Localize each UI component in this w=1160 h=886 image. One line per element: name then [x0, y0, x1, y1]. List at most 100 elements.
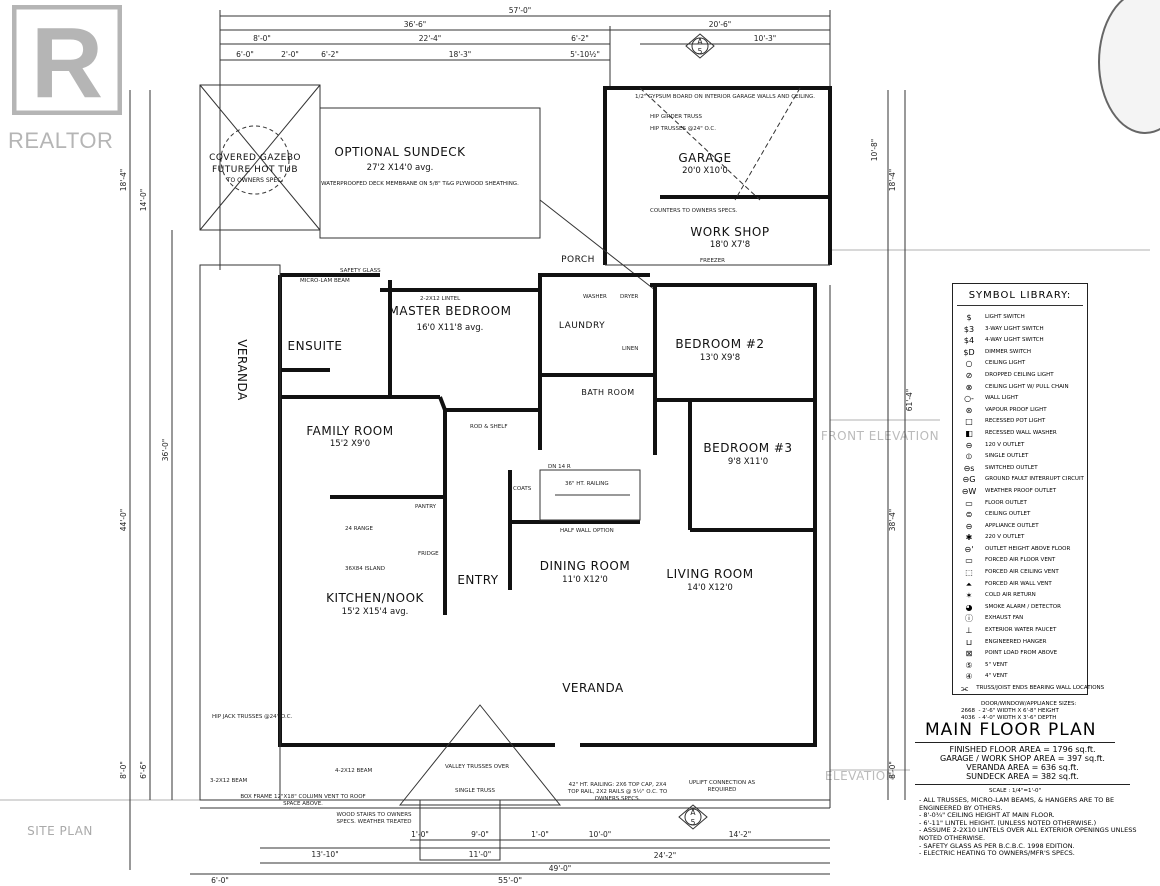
dim-bottom-49-0: 49'-0" [549, 864, 572, 873]
symbol-glyph-icon: ✶ [965, 591, 973, 601]
room-sundeck: OPTIONAL SUNDECK [334, 145, 466, 159]
sundeck-area: SUNDECK AREA = 382 sq.ft. [966, 772, 1079, 781]
svg-text:13'-10": 13'-10" [311, 850, 338, 859]
svg-text:5: 5 [698, 47, 703, 56]
symbol-label: EXHAUST FAN [985, 615, 1024, 622]
svg-text:PANTRY: PANTRY [415, 504, 437, 510]
area-summary: FINISHED FLOOR AREA = 1796 sq.ft. GARAGE… [915, 743, 1130, 785]
symbol-glyph-icon: ⊛ [965, 405, 973, 415]
svg-text:R: R [31, 7, 103, 115]
svg-text:2-2X12 LINTEL: 2-2X12 LINTEL [420, 296, 461, 302]
background-sheet-lines: SITE PLAN FRONT ELEVATION ELEVATION [0, 249, 1150, 838]
svg-text:11'0 X12'0: 11'0 X12'0 [562, 575, 608, 585]
svg-text:3-2X12 BEAM: 3-2X12 BEAM [210, 778, 248, 784]
svg-text:15'2 X9'0: 15'2 X9'0 [330, 439, 370, 449]
symbol-item: □RECESSED POT LIGHT [961, 416, 1087, 428]
dim-10-3: 10'-3" [754, 34, 777, 43]
svg-text:11'-0": 11'-0" [469, 850, 492, 859]
room-porch: PORCH [561, 255, 595, 265]
symbol-glyph-icon: ⊖' [964, 544, 974, 554]
symbol-item: ◧RECESSED WALL WASHER [961, 428, 1087, 440]
svg-text:HIP GIRDER TRUSS: HIP GIRDER TRUSS [650, 114, 703, 120]
room-labels: COVERED GAZEBO FUTURE HOT TUB TO OWNERS … [209, 145, 792, 695]
symbol-item: $LIGHT SWITCH [961, 312, 1087, 324]
dim-right-61-4: 61'-4" [905, 389, 914, 412]
svg-text:A: A [690, 808, 696, 817]
svg-text:FREEZER: FREEZER [700, 258, 725, 264]
symbol-glyph-icon: ⑤ [965, 660, 973, 670]
svg-text:COATS: COATS [513, 486, 532, 492]
svg-text:FRIDGE: FRIDGE [418, 551, 439, 557]
symbol-glyph-icon: ▭ [965, 556, 973, 566]
symbol-item: ○CEILING LIGHT [961, 358, 1087, 370]
symbol-label: VAPOUR PROOF LIGHT [985, 406, 1047, 413]
bottom-dimensions: 55'-0" 49'-0" 6'-0" 13'-10" 11'-0" 24'-2… [190, 830, 830, 885]
svg-text:HIP TRUSSES @24" O.C.: HIP TRUSSES @24" O.C. [650, 126, 716, 132]
symbol-label: SINGLE OUTLET [985, 453, 1029, 460]
title-block: MAIN FLOOR PLAN FINISHED FLOOR AREA = 17… [915, 720, 1155, 858]
dim-left-36-0: 36'-0" [161, 439, 170, 462]
symbol-item: ▭FLOOR OUTLET [961, 498, 1087, 510]
symbol-glyph-icon: ○ [965, 359, 973, 369]
room-garage: GARAGE [678, 151, 731, 165]
svg-text:A: A [697, 37, 703, 46]
veranda-structure [199, 264, 831, 861]
symbol-item: ▭FORCED AIR FLOOR VENT [961, 555, 1087, 567]
symbol-label: SMOKE ALARM / DETECTOR [985, 603, 1061, 610]
uplift-connection-note: UPLIFT CONNECTION AS REQUIRED [688, 780, 756, 793]
room-kitchen-nook: KITCHEN/NOOK [326, 591, 424, 605]
symbol-label: APPLIANCE OUTLET [985, 522, 1039, 529]
svg-text:WASHER: WASHER [583, 294, 607, 300]
dim-20-6: 20'-6" [709, 20, 732, 29]
site-plan-label: SITE PLAN [27, 824, 93, 838]
symbol-item: ○-WALL LIGHT [961, 393, 1087, 405]
svg-text:MICRO-LAM BEAM: MICRO-LAM BEAM [300, 278, 350, 284]
size-code: 2668 [961, 707, 975, 714]
svg-text:HALF WALL OPTION: HALF WALL OPTION [560, 528, 614, 534]
svg-text:15'2 X15'4 avg.: 15'2 X15'4 avg. [342, 607, 409, 617]
symbol-glyph-icon: ⊘ [965, 370, 973, 380]
symbol-label: 4-WAY LIGHT SWITCH [985, 337, 1044, 344]
symbol-glyph-icon: ④ [965, 672, 973, 682]
symbol-glyph-icon: ○- [964, 394, 974, 404]
symbol-label: COLD AIR RETURN [985, 592, 1036, 599]
svg-text:27'2 X14'0 avg.: 27'2 X14'0 avg. [367, 163, 434, 173]
symbol-item: ✶ COLD AIR RETURN [961, 590, 1087, 602]
note: - SAFETY GLASS AS PER B.C.B.C. 1998 EDIT… [919, 841, 1075, 850]
dim-22-4: 22'-4" [419, 34, 442, 43]
symbol-glyph-icon: ⬚ [965, 568, 973, 578]
svg-text:SINGLE TRUSS: SINGLE TRUSS [455, 788, 495, 794]
symbol-label: DIMMER SWITCH [985, 348, 1031, 355]
stairs [539, 469, 641, 521]
symbol-glyph-icon: ◧ [965, 428, 973, 438]
dim-36-6: 36'-6" [404, 20, 427, 29]
symbol-library-footer: DOOR/WINDOW/APPLIANCE SIZES: 2668 - 2'-6… [953, 695, 1087, 722]
dim-6-2-top: 6'-2" [571, 34, 589, 43]
room-dining: DINING ROOM [540, 559, 630, 573]
top-dimensions: 57'-0" 36'-6" 20'-6" 8'-0" 22'-4" 6'-2" … [219, 6, 831, 270]
symbol-label: 220 V OUTLET [985, 534, 1025, 541]
svg-text:20'0 X10'0: 20'0 X10'0 [682, 166, 728, 176]
svg-text:COUNTERS TO OWNERS SPECS.: COUNTERS TO OWNERS SPECS. [650, 208, 738, 214]
symbol-library-title: SYMBOL LIBRARY: [957, 284, 1083, 306]
symbol-label: ENGINEERED HANGER [985, 638, 1047, 645]
symbol-label: FORCED AIR WALL VENT [985, 580, 1052, 587]
symbol-glyph-icon: $4 [963, 336, 975, 346]
note: - 6'-11" LINTEL HEIGHT. (UNLESS NOTED OT… [919, 818, 1097, 827]
symbol-label: RECESSED POT LIGHT [985, 418, 1046, 425]
room-master-bedroom: MASTER BEDROOM [389, 304, 512, 318]
symbol-glyph-icon: ⏶ [965, 579, 973, 589]
svg-text:10'-0": 10'-0" [589, 830, 612, 839]
symbol-label: 3-WAY LIGHT SWITCH [985, 325, 1044, 332]
dim-left-44-0: 44'-0" [119, 509, 128, 532]
svg-text:13'0 X9'8: 13'0 X9'8 [700, 353, 740, 363]
dim-right-10-8: 10'-8" [870, 139, 879, 162]
svg-text:HIP JACK TRUSSES @24" O.C.: HIP JACK TRUSSES @24" O.C. [212, 714, 293, 720]
room-workshop: WORK SHOP [690, 225, 769, 239]
garage-area: GARAGE / WORK SHOP AREA = 397 sq.ft. [940, 754, 1105, 763]
svg-text:DN 14 R: DN 14 R [548, 464, 571, 470]
room-family-room: FAMILY ROOM [306, 424, 393, 438]
dim-left-6-6: 6'-6" [139, 761, 148, 779]
